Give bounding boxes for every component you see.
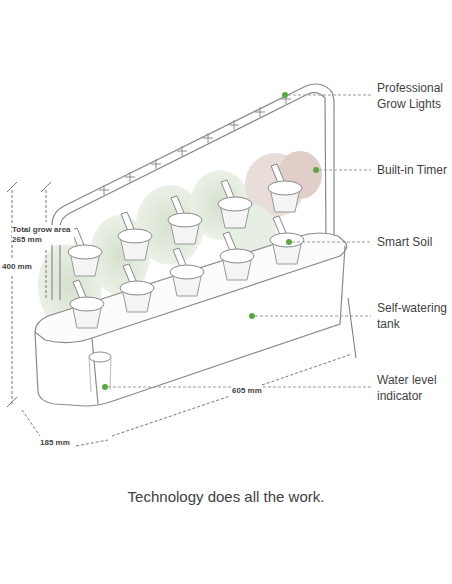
water-indicator-tube bbox=[89, 357, 111, 392]
water-tank bbox=[35, 233, 347, 406]
pod bbox=[220, 232, 254, 280]
callout-dots bbox=[102, 92, 319, 390]
callout-label: Water level indicator bbox=[377, 372, 452, 404]
pod bbox=[70, 280, 104, 328]
led-mark bbox=[177, 146, 187, 156]
pod bbox=[168, 196, 202, 244]
led-mark bbox=[125, 172, 135, 182]
callout-label: Professional Grow Lights bbox=[377, 80, 452, 112]
pod bbox=[170, 248, 204, 296]
leader-lines bbox=[108, 95, 371, 387]
led-mark bbox=[151, 159, 161, 169]
led-mark bbox=[99, 185, 109, 195]
callout-label: Self-watering tank bbox=[377, 300, 452, 332]
caption: Technology does all the work. bbox=[0, 488, 452, 505]
pod bbox=[118, 212, 152, 260]
led-mark bbox=[203, 133, 213, 143]
dimension-label: 185 mm bbox=[40, 438, 70, 448]
water-indicator bbox=[89, 352, 111, 362]
pod bbox=[268, 164, 302, 212]
callout-label: Smart Soil bbox=[377, 234, 452, 250]
callout-label: Built-in Timer bbox=[377, 162, 452, 178]
dimension-label: 400 mm bbox=[2, 262, 32, 272]
grow-leds bbox=[99, 94, 291, 195]
pod bbox=[270, 216, 304, 264]
dimension-lines bbox=[7, 182, 356, 446]
pod bbox=[120, 264, 154, 312]
dimension-label: Total grow area 265 mm bbox=[12, 225, 74, 245]
dimension-label: 605 mm bbox=[232, 386, 262, 396]
soil-pods bbox=[68, 164, 304, 328]
led-mark bbox=[255, 107, 265, 117]
led-mark bbox=[229, 120, 239, 130]
pod bbox=[218, 180, 252, 228]
